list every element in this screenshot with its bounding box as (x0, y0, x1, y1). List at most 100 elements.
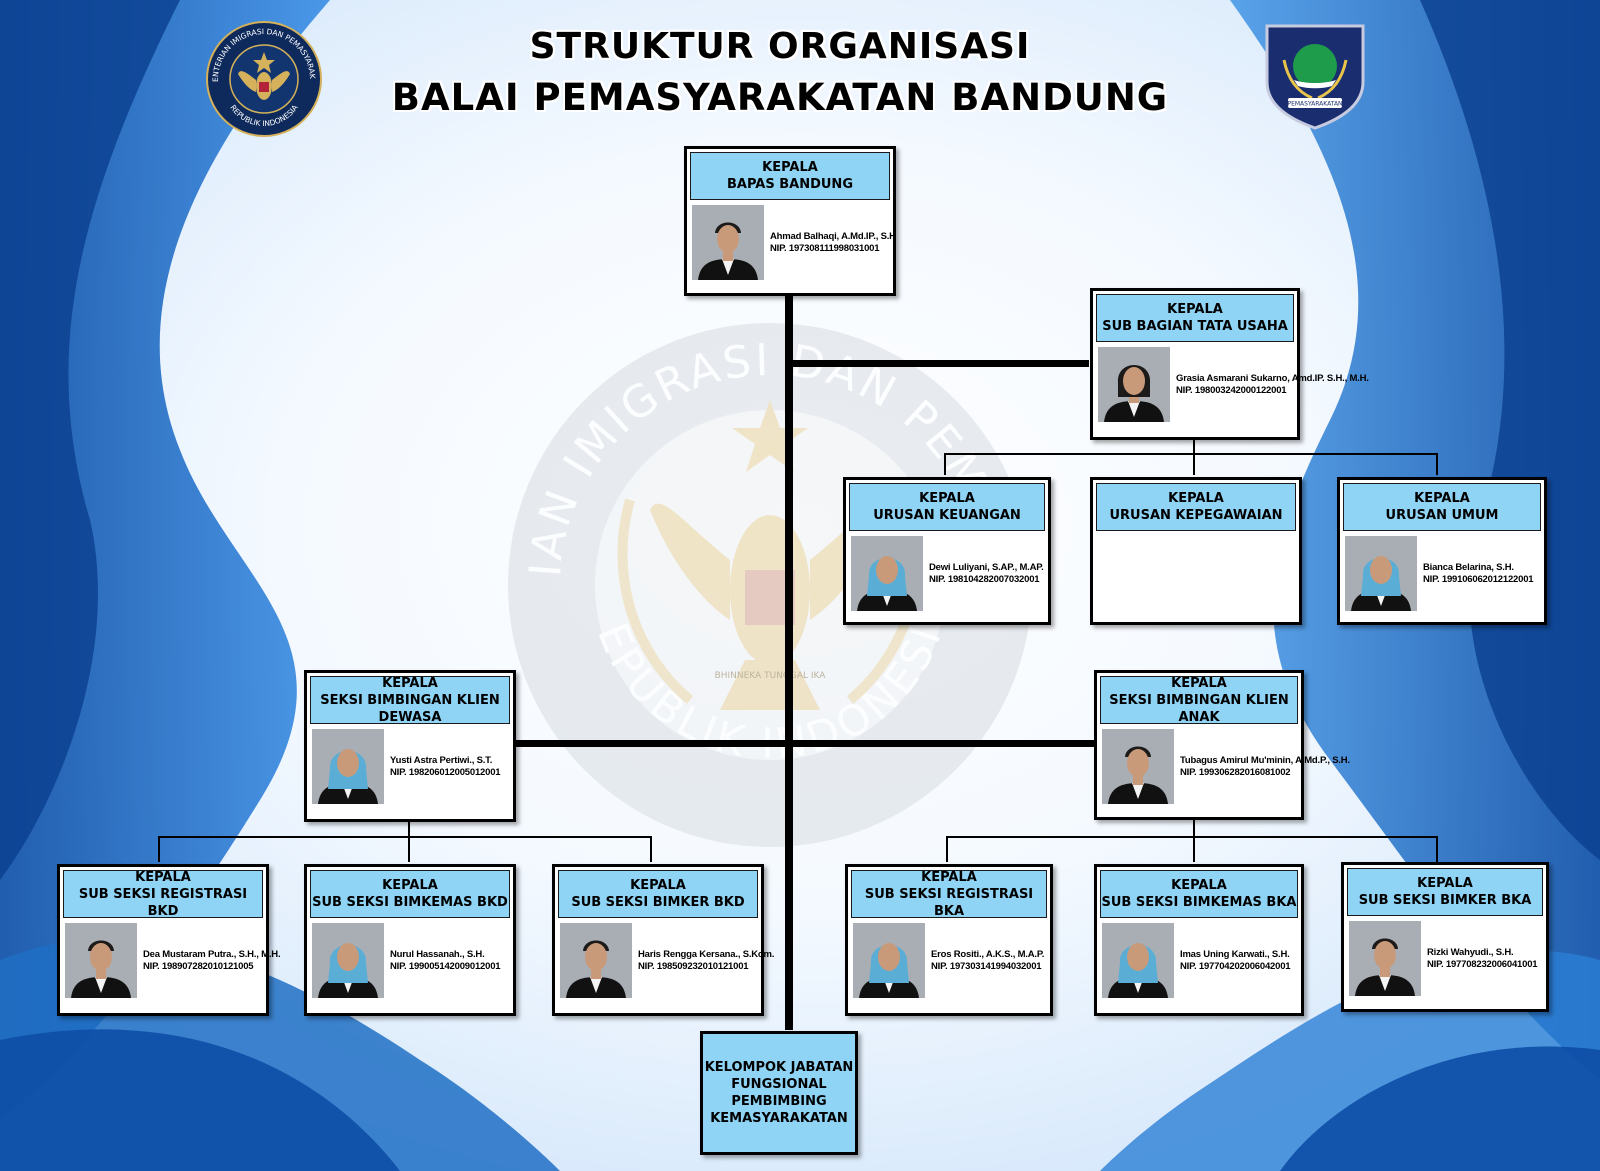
person-name: Haris Rengga Kersana., S.Kom. (638, 949, 775, 960)
node-seksi-bimbingan-klien-dewasa: KEPALA SEKSI BIMBINGAN KLIEN DEWASA Yusti… (304, 670, 516, 822)
connector-bka-bar (946, 836, 1438, 838)
node-title: KEPALA SUB SEKSI BIMKER BKA (1347, 868, 1543, 916)
person-name: Nurul Hassanah., S.H. (390, 949, 485, 960)
connector-bka-left (946, 836, 948, 862)
node-title: KEPALA URUSAN UMUM (1343, 483, 1541, 531)
person-name: Grasia Asmarani Sukarno, Amd.IP. S.H., M… (1176, 373, 1369, 384)
pemasyarakatan-logo: PEMASYARAKATAN (1265, 24, 1365, 130)
node-person: Yusti Astra Pertiwi., S.T.NIP. 198206012… (390, 755, 501, 779)
node-title: KEPALA BAPAS BANDUNG (690, 152, 890, 200)
node-sub-seksi-registrasi-bkd: KEPALA SUB SEKSI REGISTRASI BKD Dea Musta… (57, 864, 281, 1016)
portrait-photo (65, 923, 137, 998)
portrait-photo (851, 536, 923, 611)
node-body: Yusti Astra Pertiwi., S.T.NIP. 198206012… (310, 727, 510, 817)
person-nip: NIP. 198003242000122001 (1176, 385, 1287, 396)
node-body: Imas Uning Karwati., S.H.NIP. 1977042020… (1100, 921, 1298, 1011)
chart-title-line1: STRUKTUR ORGANISASI (529, 26, 1031, 67)
node-urusan-keuangan: KEPALA URUSAN KEUANGAN Dewi Luliyani, S.A… (843, 477, 1051, 625)
person-name: Ahmad Balhaqi, A.Md.IP., S.H (770, 231, 896, 242)
svg-text:PEMASYARAKATAN: PEMASYARAKATAN (1287, 101, 1342, 108)
connector-bkd-bar (158, 836, 652, 838)
node-title: KEPALA SUB SEKSI BIMKER BKD (558, 870, 758, 918)
person-nip: NIP. 199005142009012001 (390, 961, 501, 972)
node-person: Grasia Asmarani Sukarno, Amd.IP. S.H., M… (1176, 373, 1369, 397)
node-person: Dea Mustaram Putra., S.H., M.H.NIP. 1989… (143, 949, 281, 973)
portrait-photo (853, 923, 925, 998)
node-body: Bianca Belarina, S.H.NIP. 19910606201212… (1343, 534, 1541, 620)
connector-urusan-right (1436, 453, 1438, 475)
node-title: KEPALA SUB SEKSI REGISTRASI BKD (63, 870, 263, 919)
chart-title-line2: BALAI PEMASYARAKATAN BANDUNG (391, 76, 1169, 119)
node-title: KEPALA URUSAN KEPEGAWAIAN (1096, 483, 1296, 531)
node-title: KEPALA SUB SEKSI REGISTRASI BKA (851, 870, 1047, 919)
person-nip: NIP. 198206012005012001 (390, 767, 501, 778)
person-name: Tubagus Amirul Mu'minin, A.Md.P., S.H. (1180, 755, 1350, 766)
node-body: Nurul Hassanah., S.H.NIP. 19900514200901… (310, 921, 510, 1011)
node-title: KEPALA SEKSI BIMBINGAN KLIEN ANAK (1100, 676, 1298, 725)
connector-bka-down (1193, 815, 1195, 837)
svg-text:BHINNEKA TUNGGAL IKA: BHINNEKA TUNGGAL IKA (715, 671, 827, 681)
portrait-photo (312, 729, 384, 804)
node-title: KEPALA URUSAN KEUANGAN (849, 483, 1045, 531)
node-person: Imas Uning Karwati., S.H.NIP. 1977042020… (1180, 949, 1291, 973)
person-name: Dea Mustaram Putra., S.H., M.H. (143, 949, 281, 960)
connector-bkd-mid (408, 836, 410, 862)
node-title: KEPALA SUB SEKSI BIMKEMAS BKD (310, 870, 510, 918)
person-nip: NIP. 197704202006042001 (1180, 961, 1291, 972)
connector-to-tu (789, 360, 1089, 367)
person-nip: NIP. 199106062012122001 (1423, 574, 1534, 585)
portrait-photo (1102, 729, 1174, 804)
connector-urusan-left (944, 453, 946, 475)
portrait-photo (312, 923, 384, 998)
connector-urusan-mid (1193, 453, 1195, 475)
person-name: Imas Uning Karwati., S.H. (1180, 949, 1290, 960)
node-sub-seksi-bimkemas-bka: KEPALA SUB SEKSI BIMKEMAS BKA Imas Uning … (1094, 864, 1304, 1016)
person-nip: NIP. 197303141994032001 (931, 961, 1042, 972)
connector-bka-right (1436, 836, 1438, 862)
portrait-photo (1102, 923, 1174, 998)
person-nip: NIP. 198907282010121005 (143, 961, 254, 972)
person-name: Yusti Astra Pertiwi., S.T. (390, 755, 493, 766)
connector-trunk (785, 292, 793, 1030)
node-body: Rizki Wahyudi., S.H.NIP. 197708232006041… (1347, 919, 1543, 1007)
node-seksi-bimbingan-klien-anak: KEPALA SEKSI BIMBINGAN KLIEN ANAK Tubagus… (1094, 670, 1350, 820)
connector-seksi-bar (510, 740, 1094, 747)
node-body: Eros Rositi., A.K.S., M.A.P.NIP. 1973031… (851, 921, 1047, 1011)
node-kepala-bapas: KEPALA BAPAS BANDUNG Ahmad Balhaqi, A.Md.… (684, 146, 896, 296)
node-title: KEPALA SUB BAGIAN TATA USAHA (1096, 294, 1294, 342)
node-body: Dewi Luliyani, S.AP., M.AP.NIP. 19810428… (849, 534, 1045, 620)
node-title: KEPALA SUB SEKSI BIMKEMAS BKA (1100, 870, 1298, 918)
person-name: Dewi Luliyani, S.AP., M.AP. (929, 562, 1044, 573)
portrait-photo (1098, 347, 1170, 422)
node-subbag-tata-usaha: KEPALA SUB BAGIAN TATA USAHA Grasia Asmar… (1090, 288, 1369, 440)
node-person: Dewi Luliyani, S.AP., M.AP.NIP. 19810428… (929, 562, 1044, 586)
node-body: Dea Mustaram Putra., S.H., M.H.NIP. 1989… (63, 921, 281, 1011)
connector-bkd-left (158, 836, 160, 862)
node-body (1096, 534, 1296, 620)
person-name: Rizki Wahyudi., S.H. (1427, 947, 1514, 958)
node-sub-seksi-bimker-bka: KEPALA SUB SEKSI BIMKER BKA Rizki Wahyudi… (1341, 862, 1549, 1012)
node-kelompok-jabatan-fungsional: KELOMPOK JABATAN FUNGSIONAL PEMBIMBING K… (700, 1031, 858, 1155)
person-nip: NIP. 197708232006041001 (1427, 959, 1538, 970)
person-nip: NIP. 199306282016081002 (1180, 767, 1291, 778)
person-nip: NIP. 197308111998031001 (770, 243, 880, 254)
node-body: Grasia Asmarani Sukarno, Amd.IP. S.H., M… (1096, 345, 1369, 435)
node-urusan-kepegawaian: KEPALA URUSAN KEPEGAWAIAN (1090, 477, 1302, 625)
node-body: Tubagus Amirul Mu'minin, A.Md.P., S.H.NI… (1100, 727, 1350, 815)
ministry-logo: KEMENTERIAN IMIGRASI DAN PEMASYARAKATAN … (200, 20, 322, 137)
portrait-photo (1349, 921, 1421, 996)
node-title: KEPALA SEKSI BIMBINGAN KLIEN DEWASA (310, 676, 510, 725)
portrait-photo (1345, 536, 1417, 611)
connector-bkd-down (408, 815, 410, 837)
node-person: Rizki Wahyudi., S.H.NIP. 197708232006041… (1427, 947, 1538, 971)
portrait-photo (560, 923, 632, 998)
node-person: Tubagus Amirul Mu'minin, A.Md.P., S.H.NI… (1180, 755, 1350, 779)
connector-bkd-right (650, 836, 652, 862)
person-name: Bianca Belarina, S.H. (1423, 562, 1514, 573)
node-person: Haris Rengga Kersana., S.Kom.NIP. 198509… (638, 949, 774, 973)
portrait-photo (692, 205, 764, 280)
